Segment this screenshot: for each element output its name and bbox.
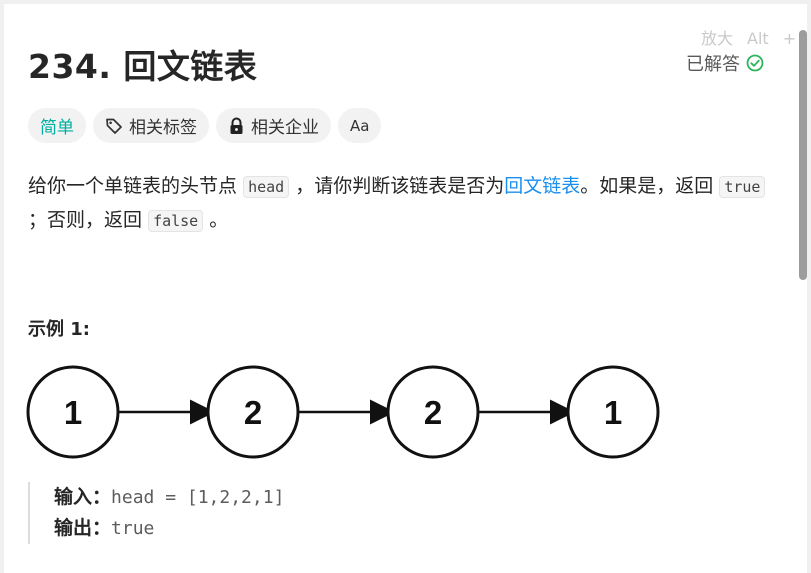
node-4-value: 1	[604, 394, 622, 431]
desc-text-2: ，请你判断该链表是否为	[295, 175, 505, 197]
node-3-value: 2	[424, 394, 442, 431]
lock-icon	[230, 117, 243, 134]
difficulty-tag[interactable]: 简单	[28, 108, 86, 143]
example-input-row: 输入：head = [1,2,2,1]	[54, 482, 284, 513]
list-node-3: 2	[386, 365, 480, 459]
output-label: 输出：	[54, 517, 112, 539]
translate-icon: Aa	[350, 116, 370, 135]
zoom-hint-key: Alt	[747, 29, 769, 48]
desc-text-5: 。	[209, 209, 229, 231]
zoom-hint-plus: +	[782, 29, 797, 48]
code-head: head	[243, 176, 290, 198]
solved-label: 已解答	[686, 54, 740, 75]
desc-text-3: 。如果是，返回	[580, 175, 714, 197]
input-label: 输入：	[54, 486, 112, 508]
code-false: false	[148, 210, 204, 232]
related-companies-label: 相关企业	[251, 118, 319, 138]
related-companies-button[interactable]: 相关企业	[216, 108, 331, 143]
related-topics-label: 相关标签	[129, 118, 197, 138]
list-node-1: 1	[26, 365, 120, 459]
node-1-value: 1	[64, 394, 82, 431]
desc-text-1: 给你一个单链表的头节点	[28, 175, 238, 197]
desc-text-4: ；否则，返回	[28, 209, 143, 231]
output-value: true	[111, 518, 155, 539]
translate-button[interactable]: Aa	[338, 108, 382, 143]
solved-status: 已解答	[686, 50, 764, 76]
palindrome-link[interactable]: 回文链表	[504, 175, 581, 197]
zoom-hint: 放大 Alt +	[701, 25, 807, 49]
input-value: head = [1,2,2,1]	[111, 487, 285, 508]
example-io-block: 输入：head = [1,2,2,1] 输出：true	[28, 482, 284, 544]
list-node-4: 1	[566, 365, 660, 459]
linked-list-diagram: 1 2 2 1	[26, 365, 660, 459]
example-title: 示例 1:	[28, 319, 90, 340]
code-true: true	[719, 176, 766, 198]
problem-title: 234. 回文链表	[28, 47, 258, 86]
list-node-2: 2	[206, 365, 300, 459]
problem-description: 给你一个单链表的头节点 head ，请你判断该链表是否为回文链表。如果是，返回 …	[28, 170, 773, 238]
node-2-value: 2	[244, 394, 262, 431]
tag-icon	[106, 118, 122, 134]
tag-bar: 简单 相关标签 相关企业 Aa	[28, 108, 382, 143]
zoom-hint-label: 放大	[701, 29, 734, 48]
check-circle-icon	[746, 54, 764, 72]
example-output-row: 输出：true	[54, 513, 284, 544]
related-topics-button[interactable]: 相关标签	[93, 108, 209, 143]
problem-panel: 放大 Alt + 234. 回文链表 已解答 简单 相关标签 相关企业	[4, 4, 807, 573]
difficulty-label: 简单	[40, 118, 74, 138]
vertical-scrollbar[interactable]	[799, 30, 807, 280]
